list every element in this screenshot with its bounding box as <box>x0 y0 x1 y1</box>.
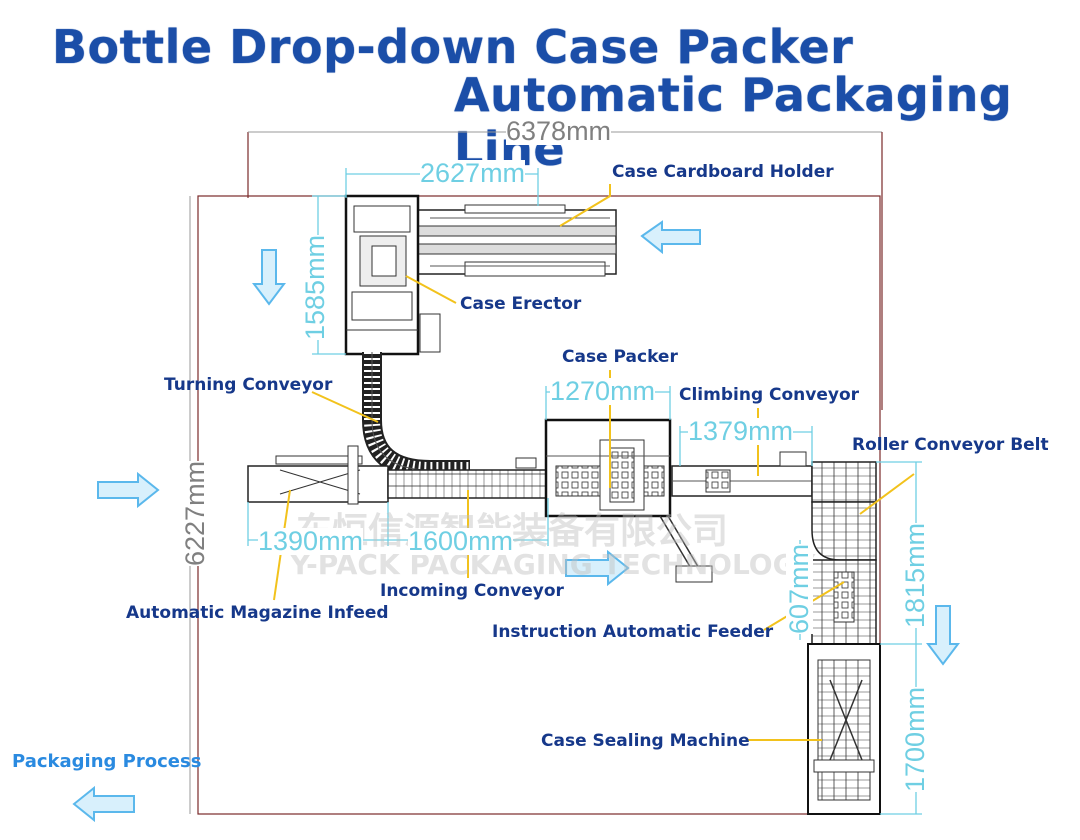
dim-overall-height: 6227mm <box>180 460 210 566</box>
dim-packer-width: 1270mm <box>550 376 656 406</box>
dim-sealer-length: 1700mm <box>900 686 930 792</box>
label-instruction-automatic-feeder: Instruction Automatic Feeder <box>492 622 774 642</box>
case-erector-machine <box>344 194 441 356</box>
label-packaging-process: Packaging Process <box>12 751 202 772</box>
title-line-1: Bottle Drop-down Case Packer <box>52 20 854 74</box>
label-incoming-conveyor: Incoming Conveyor <box>380 581 564 601</box>
flow-arrow-down-icon <box>252 249 286 306</box>
climbing-conveyor-machine <box>671 451 813 497</box>
label-automatic-magazine-infeed: Automatic Magazine Infeed <box>126 603 389 623</box>
label-climbing-conveyor: Climbing Conveyor <box>679 385 860 405</box>
dim-climbing-width: 1379mm <box>688 416 794 446</box>
label-case-erector: Case Erector <box>460 294 582 314</box>
turning-conveyor-machine <box>362 352 470 480</box>
dim-feeder-width: 607mm <box>784 543 814 634</box>
title-line-2: Automatic Packaging Line <box>454 68 1013 176</box>
dim-infeed-length: 1390mm <box>258 526 364 556</box>
dim-incoming-length: 1600mm <box>408 526 514 556</box>
label-roller-conveyor-belt: Roller Conveyor Belt <box>852 435 1049 455</box>
flow-arrow-right-icon <box>97 471 160 509</box>
case-cardboard-holder-machine <box>417 204 617 277</box>
label-case-cardboard-holder: Case Cardboard Holder <box>612 162 834 182</box>
dim-holder-width: 2627mm <box>420 158 526 188</box>
roller-conveyor-belt-machine <box>811 461 877 645</box>
label-case-sealing-machine: Case Sealing Machine <box>541 731 750 751</box>
dim-roller-length: 1815mm <box>900 522 930 628</box>
dim-erector-height: 1585mm <box>300 234 330 340</box>
label-turning-conveyor: Turning Conveyor <box>164 375 333 395</box>
label-case-packer: Case Packer <box>562 347 678 367</box>
flow-arrows <box>72 220 960 823</box>
case-sealing-machine-unit <box>807 643 881 815</box>
case-packer-machine <box>544 418 672 518</box>
dim-overall-width: 6378mm <box>506 116 612 146</box>
flow-arrow-left-icon <box>640 220 701 255</box>
flow-arrow-down-icon-2 <box>926 605 960 666</box>
flow-arrow-right-icon-2 <box>565 549 630 587</box>
flow-arrow-left-icon-2 <box>72 785 135 823</box>
